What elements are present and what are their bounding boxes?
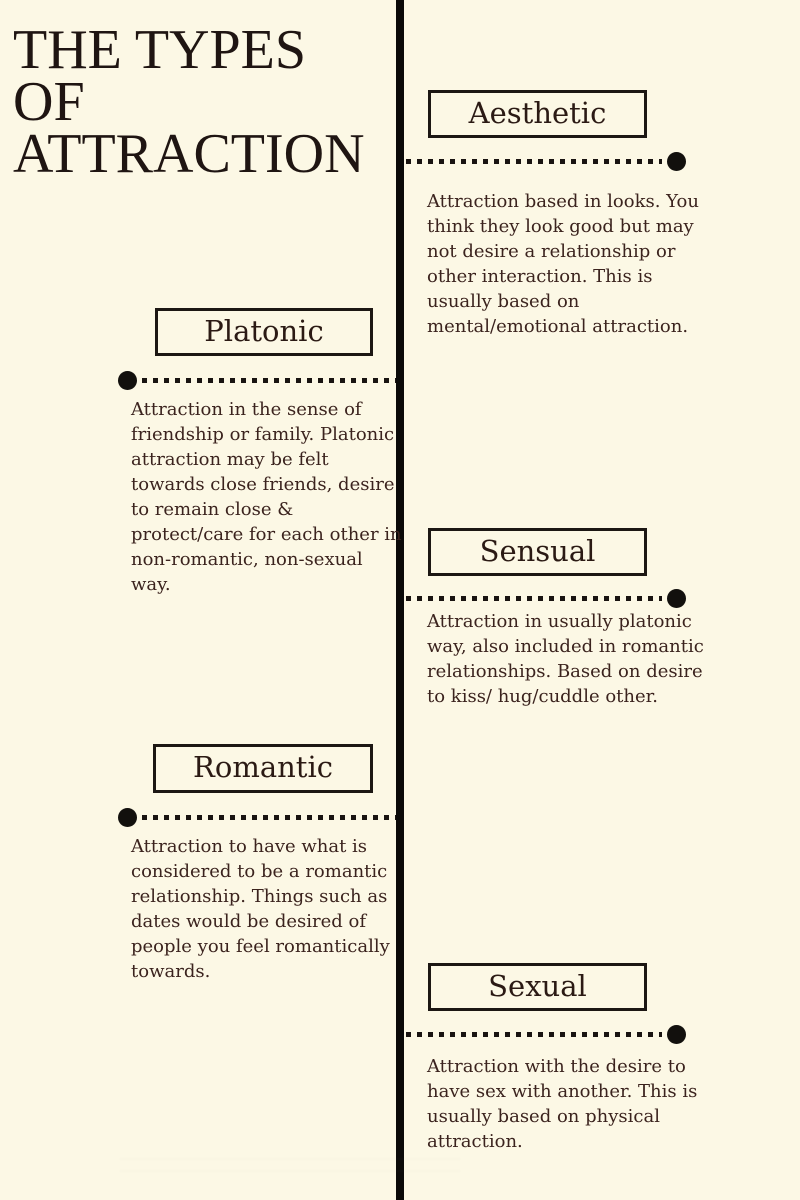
dotted-line-sensual (406, 589, 686, 608)
dot-line-endpoint (118, 371, 137, 390)
section-box-platonic: Platonic (155, 308, 373, 356)
dotted-line-dots (142, 815, 396, 820)
section-description-sensual: Attraction in usually platonic way, also… (427, 611, 704, 707)
section-description-aesthetic: Attraction based in looks. You think the… (427, 191, 699, 337)
dotted-line-romantic (118, 808, 396, 827)
section-description-sexual: Attraction with the desire to have sex w… (427, 1056, 698, 1152)
dot-line-endpoint (667, 589, 686, 608)
vertical-divider-line (396, 0, 404, 1200)
dotted-line-platonic (118, 371, 396, 390)
dotted-line-dots (406, 596, 662, 601)
section-label-platonic: Platonic (204, 313, 324, 348)
section-description-platonic: Attraction in the sense of friendship or… (131, 399, 402, 595)
page-title: THE TYPES OF ATTRACTION (13, 19, 365, 185)
dot-line-endpoint (667, 1025, 686, 1044)
section-box-aesthetic: Aesthetic (428, 90, 647, 138)
section-box-romantic: Romantic (153, 744, 373, 793)
faint-watermark (120, 1150, 460, 1176)
dotted-line-sexual (406, 1025, 686, 1044)
section-label-sensual: Sensual (479, 533, 596, 568)
dot-line-endpoint (667, 152, 686, 171)
dotted-line-dots (142, 378, 396, 383)
section-label-aesthetic: Aesthetic (468, 95, 607, 130)
dotted-line-aesthetic (406, 152, 686, 171)
section-description-romantic: Attraction to have what is considered to… (131, 836, 390, 982)
section-box-sexual: Sexual (428, 963, 647, 1011)
section-label-sexual: Sexual (488, 968, 587, 1003)
dot-line-endpoint (118, 808, 137, 827)
dotted-line-dots (406, 1032, 662, 1037)
dotted-line-dots (406, 159, 662, 164)
section-label-romantic: Romantic (193, 750, 333, 784)
section-box-sensual: Sensual (428, 528, 647, 576)
